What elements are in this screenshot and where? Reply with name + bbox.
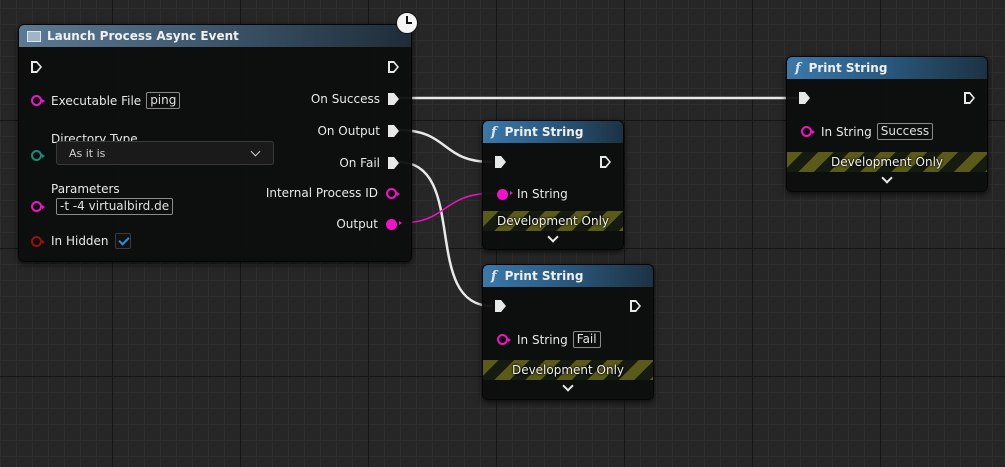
print-string-fail-header[interactable]: f Print String — [483, 265, 653, 287]
parameters-label: Parameters — [51, 182, 120, 196]
print-success-exec-out-row — [964, 92, 975, 104]
development-only-banner: Development Only — [483, 360, 653, 380]
exec-out-row — [388, 61, 399, 73]
executable-file-label: Executable File — [51, 93, 142, 108]
expand-chevron-icon[interactable] — [547, 231, 559, 243]
print-success-in-string-row: In String Success — [801, 123, 934, 140]
expand-chevron-icon[interactable] — [881, 172, 893, 184]
print-output-exec-in-pin[interactable] — [495, 156, 506, 168]
on-success-pin[interactable] — [388, 93, 399, 105]
launch-process-header[interactable]: Launch Process Async Event — [19, 25, 411, 47]
output-pin[interactable] — [386, 218, 402, 230]
executable-file-input[interactable]: ping — [146, 92, 181, 109]
launch-process-node[interactable]: Launch Process Async Event Executable Fi… — [18, 24, 412, 262]
print-output-exec-in-row — [495, 156, 506, 168]
parameters-input[interactable]: -t -4 virtualbird.de — [56, 198, 174, 215]
print-success-exec-in-row — [799, 92, 810, 104]
parameters-label-row: Parameters — [51, 182, 120, 196]
process-id-row: Internal Process ID — [265, 186, 400, 200]
parameters-row: -t -4 virtualbird.de — [31, 198, 174, 215]
directory-type-pin[interactable] — [31, 150, 45, 161]
function-icon: f — [795, 60, 801, 76]
print-string-output-header[interactable]: f Print String — [483, 121, 623, 143]
executable-file-pin[interactable] — [31, 95, 45, 106]
print-success-exec-in-pin[interactable] — [799, 92, 810, 104]
in-hidden-pin[interactable] — [31, 235, 45, 247]
print-success-exec-out-pin[interactable] — [964, 92, 975, 104]
launch-process-title: Launch Process Async Event — [47, 29, 239, 43]
print-output-in-string-label: In String — [517, 187, 568, 201]
on-output-pin[interactable] — [388, 125, 399, 137]
process-id-label: Internal Process ID — [265, 186, 378, 200]
print-success-in-string-label: In String — [821, 124, 872, 139]
event-node-icon — [27, 30, 41, 42]
print-fail-exec-in-pin[interactable] — [495, 300, 506, 312]
on-success-row: On Success — [311, 92, 399, 106]
print-output-exec-out-pin[interactable] — [600, 156, 611, 168]
in-hidden-checkbox[interactable] — [114, 233, 131, 249]
print-fail-exec-out-row — [630, 300, 641, 312]
print-fail-in-string-input[interactable]: Fail — [572, 331, 601, 348]
print-fail-in-string-label: In String — [517, 332, 568, 347]
print-success-in-string-input[interactable]: Success — [876, 123, 934, 140]
on-success-label: On Success — [310, 92, 380, 106]
directory-type-value: As it is — [69, 146, 106, 160]
development-only-banner: Development Only — [483, 211, 623, 231]
exec-out-pin[interactable] — [388, 61, 399, 73]
in-hidden-label: In Hidden — [51, 234, 109, 248]
output-label: Output — [336, 217, 378, 231]
print-fail-exec-out-pin[interactable] — [630, 300, 641, 312]
on-output-row: On Output — [317, 124, 399, 138]
print-string-success-header[interactable]: f Print String — [787, 57, 987, 79]
wire-on-output — [397, 128, 493, 164]
print-string-success-node[interactable]: f Print String In String Success Develop… — [786, 56, 988, 192]
print-output-in-string-pin[interactable] — [497, 188, 513, 200]
print-string-success-title: Print String — [808, 61, 888, 75]
executable-file-row: Executable File ping — [31, 92, 181, 109]
print-output-exec-out-row — [600, 156, 611, 168]
clock-icon — [396, 12, 418, 34]
output-row: Output — [336, 217, 402, 231]
print-string-fail-title: Print String — [504, 269, 584, 283]
on-fail-row: On Fail — [339, 156, 399, 170]
on-fail-label: On Fail — [339, 156, 380, 170]
on-output-label: On Output — [317, 124, 380, 138]
function-icon: f — [491, 124, 497, 140]
print-output-in-string-row: In String — [497, 187, 568, 201]
parameters-pin[interactable] — [31, 201, 45, 212]
development-only-banner: Development Only — [787, 152, 987, 172]
process-id-pin[interactable] — [386, 187, 400, 199]
on-fail-pin[interactable] — [388, 157, 399, 169]
print-fail-in-string-pin[interactable] — [497, 334, 511, 345]
print-string-output-node[interactable]: f Print String In String Development Onl… — [482, 120, 624, 250]
chevron-down-icon — [250, 146, 261, 157]
print-success-in-string-pin[interactable] — [801, 126, 815, 137]
wire-on-fail — [397, 160, 493, 308]
print-string-output-title: Print String — [504, 125, 584, 139]
print-fail-exec-in-row — [495, 300, 506, 312]
print-fail-in-string-row: In String Fail — [497, 331, 601, 348]
directory-type-dropdown[interactable]: As it is — [56, 141, 274, 165]
in-hidden-row: In Hidden — [31, 233, 131, 249]
exec-in-pin[interactable] — [31, 61, 42, 73]
exec-in-row — [31, 61, 42, 73]
expand-chevron-icon[interactable] — [562, 380, 574, 392]
print-string-fail-node[interactable]: f Print String In String Fail Developmen… — [482, 264, 654, 400]
function-icon: f — [491, 268, 497, 284]
